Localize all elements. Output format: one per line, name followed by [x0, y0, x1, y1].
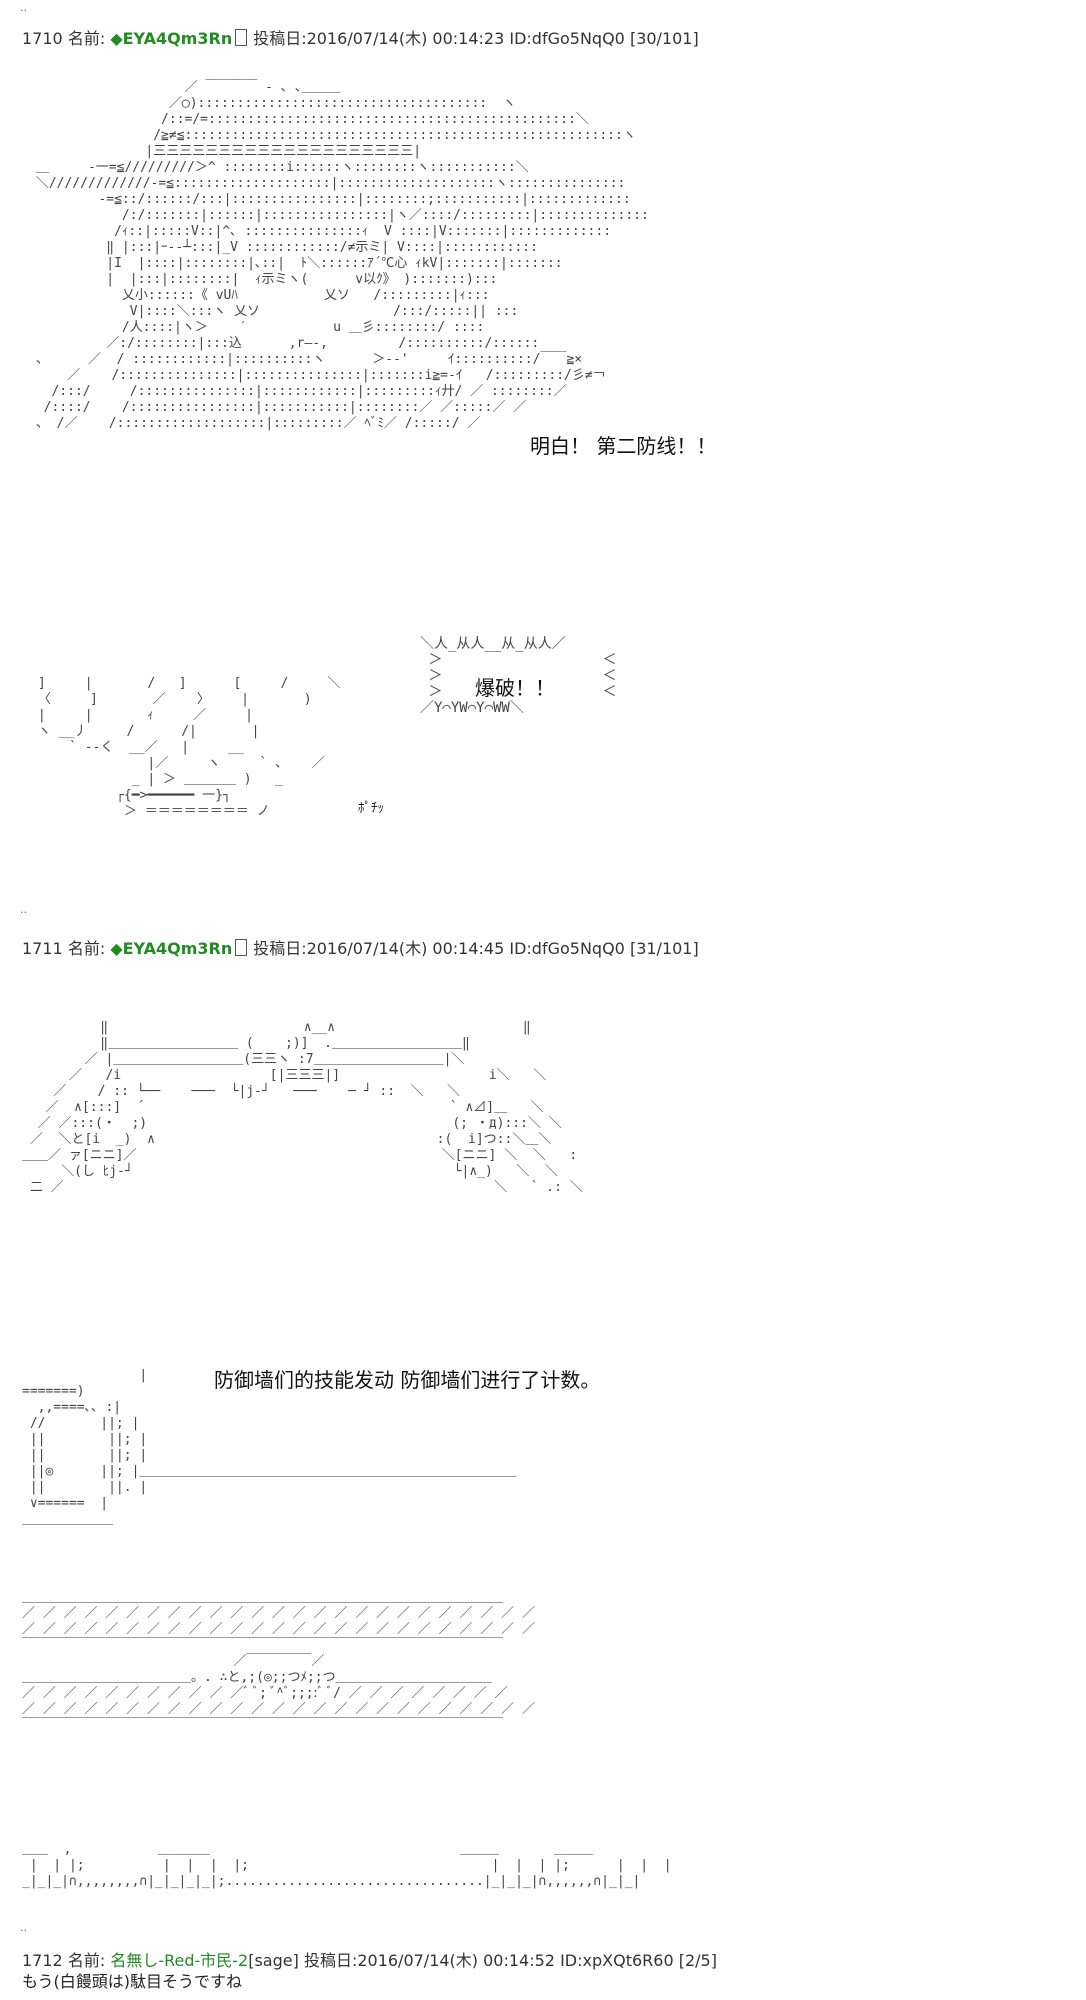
ascii-art-feet: ＿＿ , ＿＿＿＿ ＿＿＿ ＿＿＿ | | |; | | | |; | | | …	[22, 1842, 672, 1889]
ascii-art-defense-walls: ‖ ∧__∧ ‖ ‖＿＿＿＿＿＿＿＿＿＿ ( ;)] .＿＿＿＿＿＿＿＿＿＿‖ …	[22, 1020, 583, 1195]
ascii-speech-burst: ＼人_从人__从_从人／ ＞ ＜ ＞ ＜ ＞ ＜ ／Y⌒YW⌒Y⌒WW＼	[420, 636, 617, 716]
caption-click: ﾎﾟﾁｯ	[358, 801, 384, 816]
post-number[interactable]: 1712	[22, 1951, 63, 1970]
poster-trip[interactable]: ◆EYA4Qm3Rn	[110, 29, 233, 48]
unknown-glyph-box	[235, 939, 248, 956]
post-body: もう(白饅頭は)駄目そうですね	[22, 1972, 243, 1991]
poster-trip[interactable]: ◆EYA4Qm3Rn	[110, 939, 233, 958]
poster-id[interactable]: ID:dfGo5NqQ0	[509, 29, 625, 48]
post-header: 1711 名前: ◆EYA4Qm3Rn 投稿日:2016/07/14(木) 00:…	[22, 938, 699, 960]
name-label: 名前:	[67, 29, 106, 48]
post-number[interactable]: 1710	[22, 29, 63, 48]
post-separator-dots: ..	[20, 1921, 27, 1934]
poster-name[interactable]: 名無し-Red-市民-2	[110, 1951, 249, 1970]
post-separator-dots: ..	[20, 903, 27, 916]
post-count: [31/101]	[629, 939, 699, 958]
ascii-art-soldier: ／ ￣￣￣￣ ‐ ､ ､＿＿＿ ／◯):::::::::::::::::::::…	[35, 80, 649, 431]
caption-understood: 明白！ 第二防线！！	[530, 434, 717, 458]
ascii-art-floor-pattern: ＿＿＿＿＿＿＿＿＿＿＿＿＿＿＿＿＿＿＿＿＿＿＿＿＿＿＿＿＿＿＿＿＿＿＿＿＿ ／ …	[22, 1590, 535, 1733]
post-separator-dots: ..	[20, 1, 27, 14]
ascii-art-door-corridor: | =======) ,,====､､ :| // ||; | || ||; |…	[22, 1368, 517, 1527]
name-label: 名前:	[67, 1951, 106, 1970]
post-header: 1710 名前: ◆EYA4Qm3Rn 投稿日:2016/07/14(木) 00:…	[22, 28, 699, 50]
post-count: [30/101]	[629, 29, 699, 48]
post-header: 1712 名前: 名無し-Red-市民-2[sage] 投稿日:2016/07/…	[22, 1950, 717, 1972]
ascii-art-hand-button: ] | / ] [ / ＼ 〈 ] ／ 〉 | ) | | ｨ ／ | ヽ __…	[37, 676, 341, 819]
post-date: 投稿日:2016/07/14(木) 00:14:52	[303, 1951, 555, 1970]
post-count: [2/5]	[678, 1951, 717, 1970]
poster-id[interactable]: ID:dfGo5NqQ0	[509, 939, 625, 958]
name-label: 名前:	[67, 939, 106, 958]
caption-explode: 爆破！！	[475, 676, 555, 700]
post-date: 投稿日:2016/07/14(木) 00:14:45	[253, 939, 505, 958]
post-number[interactable]: 1711	[22, 939, 63, 958]
caption-skill: 防御墙们的技能发动 防御墙们进行了计数。	[214, 1368, 601, 1392]
post-date: 投稿日:2016/07/14(木) 00:14:23	[253, 29, 505, 48]
unknown-glyph-box	[235, 29, 248, 46]
sage-tag: [sage]	[248, 1951, 299, 1970]
poster-id[interactable]: ID:xpXQt6R60	[560, 1951, 674, 1970]
